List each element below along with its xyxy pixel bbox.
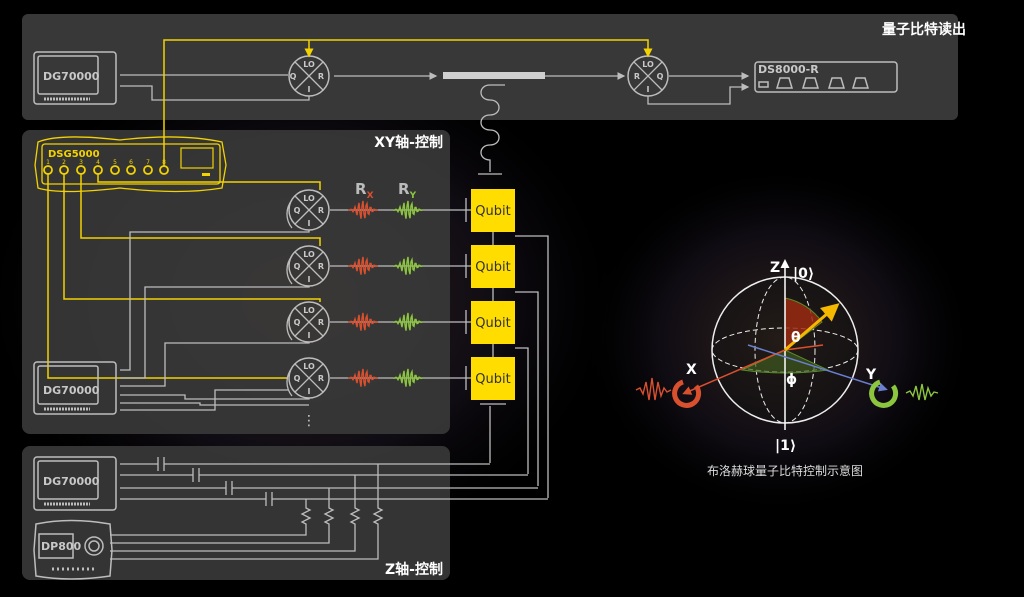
bloch-y-label: Y [865, 367, 877, 383]
qubit-label: Qubit [475, 204, 510, 219]
svg-text:LO: LO [303, 362, 315, 371]
svg-text:LO: LO [303, 306, 315, 315]
power-supply-device: DP800 [33, 519, 113, 580]
xy-control-panel [22, 130, 450, 434]
svg-text:LO: LO [642, 60, 654, 69]
iq-mixer-xy [288, 245, 330, 287]
bloch-sphere [682, 259, 888, 430]
svg-text:Q: Q [294, 374, 301, 383]
bloch-ket0-label: |0⟩ [793, 266, 814, 282]
svg-text:Q: Q [294, 318, 301, 327]
ry-pulse-icon [392, 256, 424, 275]
xy-control-row: LOQ RI Qubit [286, 357, 515, 400]
xy-control-row: LOQ RI Qubit [286, 301, 515, 357]
svg-text:Q: Q [290, 72, 297, 81]
svg-text:R: R [634, 72, 640, 81]
z-control-panel [22, 446, 450, 580]
svg-text:I: I [308, 219, 311, 228]
xy-panel-title: XY轴-控制 [374, 134, 443, 151]
svg-text:R: R [318, 318, 324, 327]
svg-text:DG70000: DG70000 [43, 475, 100, 488]
iq-mixer-xy [288, 189, 330, 231]
readout-panel-title: 量子比特读出 [882, 21, 966, 38]
iq-mixer-xy [288, 301, 330, 343]
y-rotation-icon [869, 379, 899, 408]
awg-xy-device: DG70000 [33, 361, 117, 415]
signal-gen-port-label: 3 [79, 159, 83, 166]
iq-mixer-xy [288, 357, 330, 399]
svg-text:R: R [318, 206, 324, 215]
svg-text:I: I [308, 387, 311, 396]
svg-text:R: R [318, 374, 324, 383]
bloch-z-label: Z [770, 260, 780, 276]
ry-label: RY [398, 180, 417, 201]
signal-gen-port [110, 165, 120, 175]
rx-pulse-icon [347, 368, 379, 387]
signal-generator-ports: 1 2 3 4 5 6 7 8 [43, 159, 169, 175]
svg-text:I: I [308, 331, 311, 340]
x-rotation-icon [672, 379, 702, 408]
readout-resonator [478, 84, 505, 175]
signal-gen-port-label: 4 [96, 159, 100, 166]
signal-gen-port [126, 165, 136, 175]
signal-gen-port-label: 1 [46, 159, 50, 166]
svg-text:I: I [647, 85, 650, 94]
awg-z-device: DG70000 [33, 456, 117, 511]
qubit-label: Qubit [475, 260, 510, 275]
rx-pulse-icon [347, 312, 379, 331]
z-panel-title: Z轴-控制 [385, 561, 443, 578]
digitizer-device: DS8000-R [754, 61, 898, 93]
qubit-label: Qubit [475, 316, 510, 331]
signal-gen-port-label: 7 [146, 159, 150, 166]
ry-pulse-icon [392, 200, 424, 219]
qubit-box [471, 357, 515, 400]
svg-text:Q: Q [294, 206, 301, 215]
svg-text:LO: LO [303, 60, 315, 69]
x-drive-pulse-icon [635, 377, 672, 401]
bloch-theta-label: θ [791, 330, 801, 346]
z-bias-wiring [110, 457, 548, 560]
svg-text:DG70000: DG70000 [43, 70, 100, 83]
svg-text:DSG5000: DSG5000 [48, 149, 100, 160]
svg-text:R: R [318, 72, 324, 81]
iq-mixer-readout-up: LO Q R I [288, 55, 330, 97]
rx-pulse-icon [347, 200, 379, 219]
svg-text:I: I [308, 85, 311, 94]
svg-text:Q: Q [657, 72, 664, 81]
qubit-label: Qubit [475, 372, 510, 387]
awg-readout-device: DG70000 [33, 51, 117, 105]
bloch-caption: 布洛赫球量子比特控制示意图 [707, 463, 863, 478]
signal-gen-port-label: 6 [129, 159, 133, 166]
qubit-box [471, 245, 515, 288]
svg-text:Q: Q [294, 262, 301, 271]
qubit-box [471, 189, 515, 232]
transmission-line [443, 72, 545, 79]
signal-gen-port-label: 8 [162, 159, 166, 166]
svg-text:DG70000: DG70000 [43, 384, 100, 397]
signal-gen-port [143, 165, 153, 175]
xy-control-row: LOQ RI Qubit [286, 189, 515, 245]
qubit-box [471, 301, 515, 344]
xy-control-row: LOQ RI Qubit [286, 245, 515, 301]
more-qubits-ellipsis: ⋮ [302, 413, 316, 429]
svg-text:DP800: DP800 [41, 540, 82, 553]
iq-mixer-readout-down: LO R Q I [627, 55, 669, 97]
signal-gen-port-label: 2 [62, 159, 66, 166]
bloch-ket1-label: |1⟩ [775, 438, 796, 454]
svg-text:LO: LO [303, 194, 315, 203]
bloch-phi-label: ϕ [786, 372, 797, 388]
signal-generator-device: DSG5000 [34, 136, 227, 193]
rx-label: RX [355, 180, 374, 201]
signal-gen-port-label: 5 [113, 159, 117, 166]
svg-text:I: I [308, 275, 311, 284]
rx-pulse-icon [347, 256, 379, 275]
y-drive-pulse-icon [905, 383, 939, 401]
ry-pulse-icon [392, 312, 424, 331]
svg-text:R: R [318, 262, 324, 271]
bloch-x-label: X [686, 362, 697, 378]
signal-gen-port [159, 165, 169, 175]
svg-text:LO: LO [303, 250, 315, 259]
ry-pulse-icon [392, 368, 424, 387]
svg-text:DS8000-R: DS8000-R [758, 63, 819, 76]
